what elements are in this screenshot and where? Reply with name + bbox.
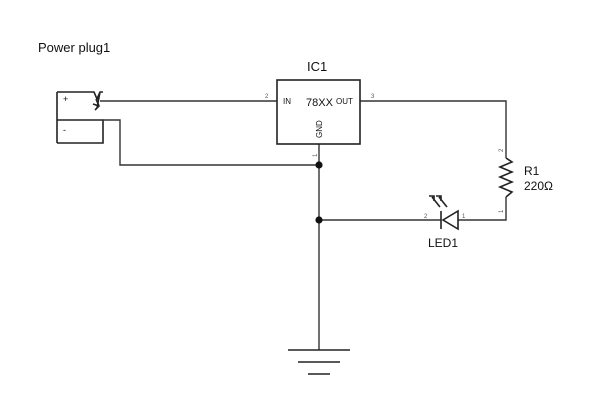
- pin-number-ic-gnd: 1: [313, 153, 319, 157]
- wire-resistor-to-led: [458, 197, 507, 221]
- ic-body: [276, 79, 361, 145]
- power-plug-label: Power plug1: [38, 40, 110, 55]
- ic-ref-label: IC1: [307, 59, 327, 74]
- ic-part-label: 78XX: [306, 97, 334, 109]
- led-symbol: [440, 209, 459, 231]
- ic-gnd-label: GND: [315, 120, 324, 138]
- ic-out-label: OUT: [336, 97, 353, 106]
- pin-number-r-bottom: 1: [499, 209, 505, 213]
- resistor-symbol: [497, 157, 515, 198]
- ground-icon: [288, 349, 350, 375]
- light-emission-arrows-icon: [429, 195, 448, 208]
- wire-plug-ground: [103, 119, 319, 166]
- resistor-ref-label: R1: [524, 164, 540, 178]
- regulator-ic: [276, 79, 361, 145]
- led-ref-label: LED1: [428, 236, 458, 250]
- wire-out-to-resistor: [360, 100, 507, 158]
- power-plug-symbol: [56, 91, 104, 144]
- pin-number-ic-in: 2: [265, 94, 269, 100]
- pin-number-ic-out: 3: [371, 94, 375, 100]
- plug-plus-label: +: [63, 94, 68, 104]
- ic-in-label: IN: [283, 97, 291, 106]
- wires: [100, 100, 507, 350]
- junction-dot: [315, 216, 323, 224]
- pin-number-led-anode: 2: [424, 214, 428, 220]
- plug-minus-label: -: [63, 125, 66, 135]
- resistor-value-label: 220Ω: [524, 179, 553, 193]
- pin-number-r-top: 2: [499, 148, 505, 152]
- junction-dot: [315, 161, 323, 169]
- pin-number-led-cathode: 1: [462, 214, 466, 220]
